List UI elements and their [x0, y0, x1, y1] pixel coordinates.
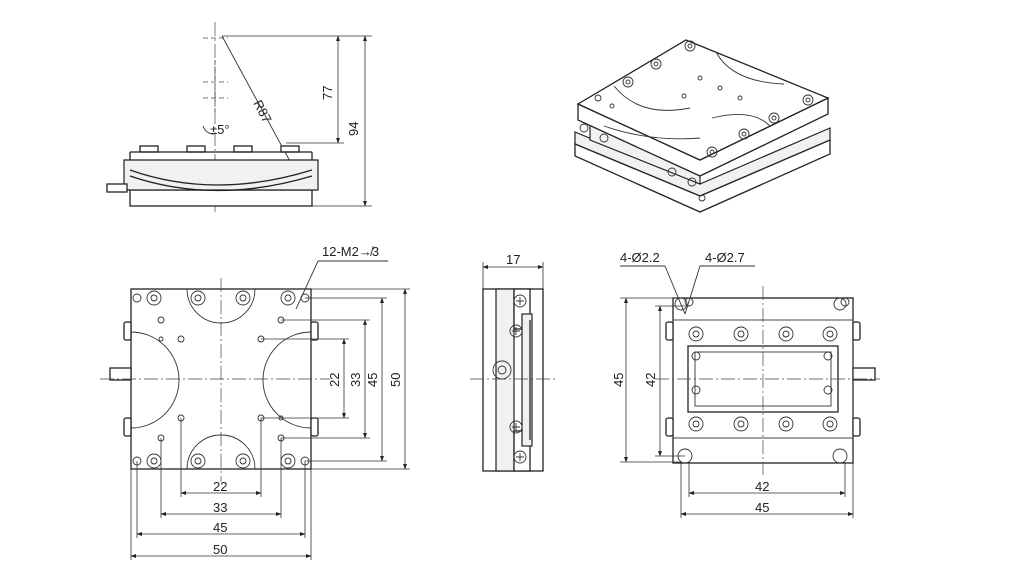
side-view-screws	[509, 294, 527, 464]
bottom-dim-h-45: 45	[755, 500, 769, 515]
thread-holes-label: 12-M2↛3	[322, 244, 379, 259]
bottom-view-screws	[688, 326, 838, 432]
top-dim-v-22: 22	[327, 373, 342, 387]
isometric-view	[574, 39, 831, 213]
top-dim-h-45: 45	[213, 520, 227, 535]
thread-holes-leader	[295, 260, 319, 310]
bottom-dim-v-45: 45	[611, 373, 626, 387]
tilt-label: ±5°	[210, 122, 230, 137]
radius-label: R87	[250, 97, 274, 125]
top-dim-v-50: 50	[388, 373, 403, 387]
front-elevation-view: R87 ±5° 77 94	[106, 22, 372, 215]
side-view: 17	[470, 252, 555, 472]
top-dim-h-22: 22	[213, 479, 227, 494]
dim-77: 77	[320, 86, 335, 100]
top-dim-v-33: 33	[348, 373, 363, 387]
tilt-arrow-icon	[202, 125, 215, 135]
dim-94: 94	[346, 122, 361, 136]
radius-leader	[221, 35, 299, 177]
hole-27-label: 4-Ø2.7	[705, 250, 745, 265]
bottom-dim-h-42: 42	[755, 479, 769, 494]
side-dim-17: 17	[506, 252, 520, 267]
bottom-view: 4-Ø2.2 4-Ø2.7 42 45 45 42	[611, 250, 880, 518]
top-dim-v-45: 45	[365, 373, 380, 387]
hole-22-label: 4-Ø2.2	[620, 250, 660, 265]
bottom-dim-v-42: 42	[643, 373, 658, 387]
top-dim-h-50: 50	[213, 542, 227, 557]
top-view: 12-M2↛3 22 33 45 50 22 33 45 50	[100, 244, 410, 560]
top-dim-h-33: 33	[213, 500, 227, 515]
